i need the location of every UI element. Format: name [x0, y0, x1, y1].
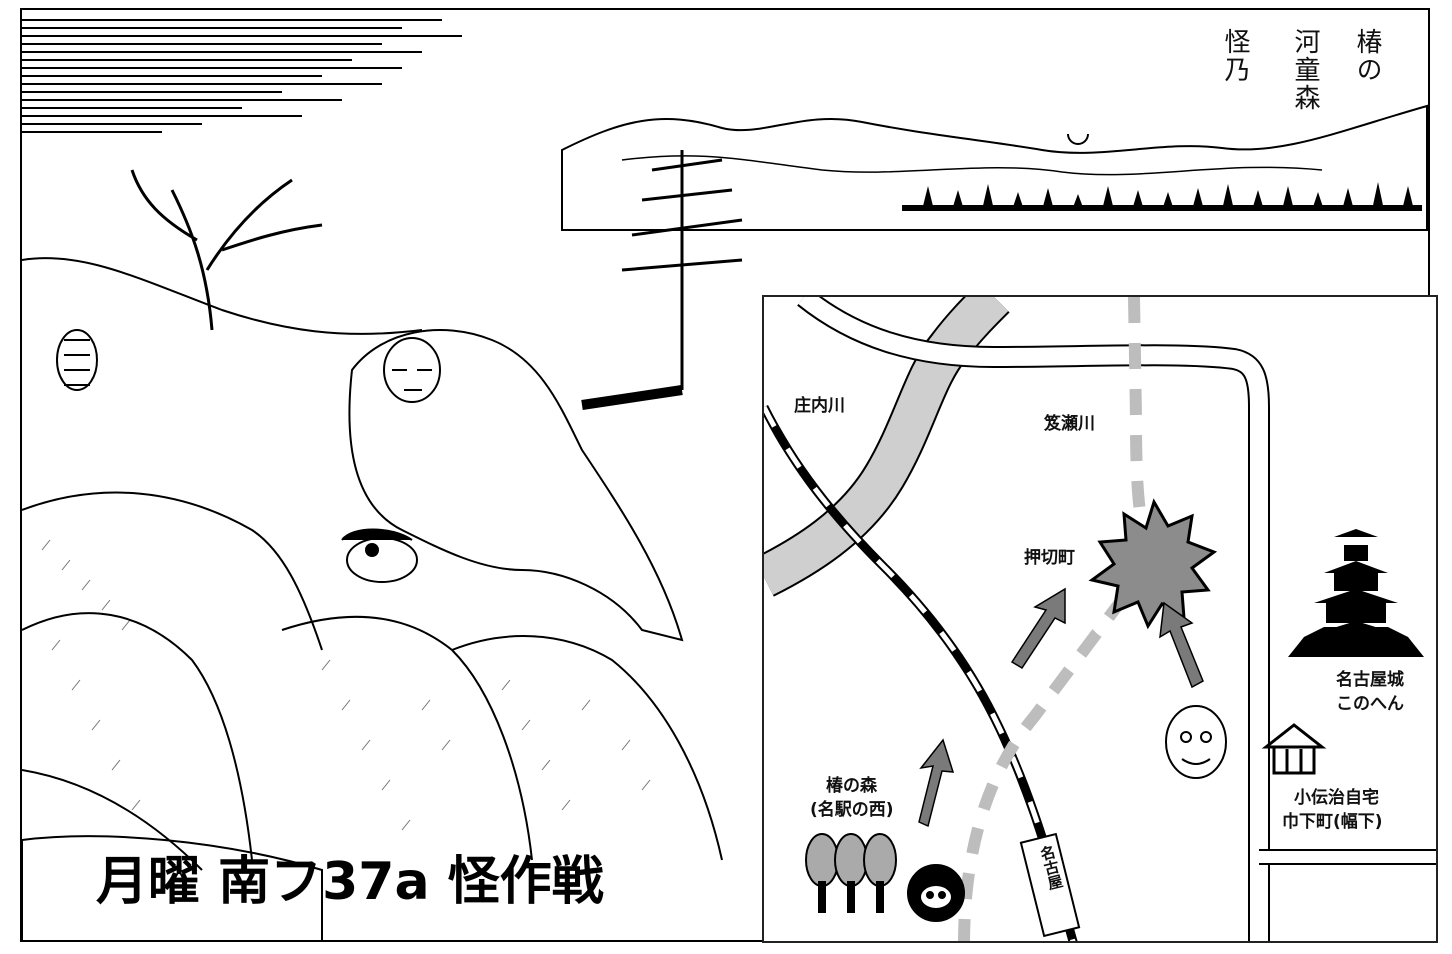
- kappa-creature: [341, 528, 418, 583]
- sky-lines: [22, 19, 462, 133]
- map-drawing: [764, 297, 1436, 941]
- kappa-face-icon: [907, 864, 965, 922]
- ukiyoe-illustration: [22, 19, 1428, 940]
- arrow-up-left: [918, 738, 955, 828]
- arrows: [918, 587, 1204, 828]
- explosion-icon: [1088, 498, 1218, 630]
- map-panel: 庄内川 笈瀬川 押切町 椿の森 (名駅の西) 名古屋城 このへん 小伝治自宅 巾…: [762, 295, 1438, 943]
- hills: [22, 257, 723, 871]
- arrow-up-center: [1010, 587, 1066, 670]
- castle-icon: [1288, 529, 1424, 657]
- trees-icon: [805, 833, 897, 913]
- old-man-face-icon: [1165, 705, 1227, 779]
- label-oshikiri: 押切町: [1024, 548, 1075, 568]
- label-tsubaki-1: 椿の森: [826, 776, 877, 796]
- road: [22, 835, 323, 940]
- arrow-up-right: [1159, 601, 1204, 689]
- label-home-2: 巾下町(幅下): [1282, 812, 1383, 832]
- house-icon: [1261, 723, 1327, 775]
- title-column-1: 椿の: [1352, 28, 1382, 84]
- title-column-2: 河童森: [1290, 28, 1320, 112]
- label-tsubaki-2: (名駅の西): [810, 800, 894, 820]
- tree-line: [902, 182, 1422, 211]
- grass-hatching: [41, 539, 651, 831]
- label-shonose-river: 笈瀬川: [1044, 414, 1095, 434]
- bare-tree: [130, 169, 323, 331]
- episode-caption: 月曜 南フ37a 怪作戦: [96, 852, 604, 912]
- title-column-3: 怪乃: [1220, 28, 1250, 84]
- label-castle-2: このへん: [1336, 694, 1404, 714]
- dashed-river-path: [1128, 297, 1150, 539]
- pine-tree: [621, 150, 743, 390]
- dashed-route: [958, 593, 1129, 941]
- moon-icon: [1067, 133, 1089, 145]
- samurai-figure: [348, 329, 684, 642]
- label-home-1: 小伝治自宅: [1294, 788, 1379, 808]
- rail-sign: [1019, 832, 1081, 938]
- seal-icon: [56, 329, 98, 391]
- label-castle-1: 名古屋城: [1336, 670, 1404, 690]
- label-shonai-river: 庄内川: [794, 396, 845, 416]
